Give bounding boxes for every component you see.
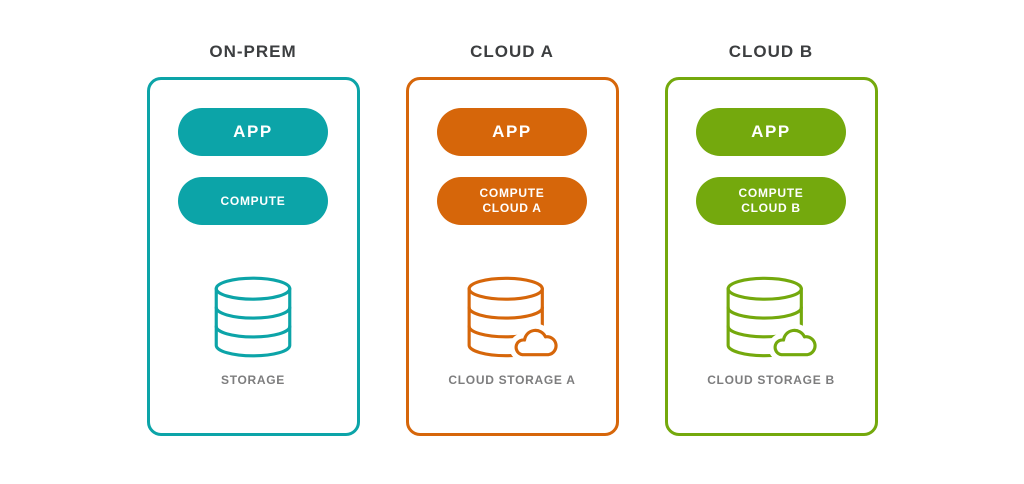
app-pill: APP [437,108,587,156]
storage-label: CLOUD STORAGE B [707,373,835,387]
app-pill-label: APP [751,122,791,141]
diagram-columns: ON-PREM APP COMPUTE STORAG [146,42,878,436]
database-icon [213,275,293,359]
compute-pill: COMPUTE CLOUD B [696,177,846,225]
column-title: ON-PREM [209,42,297,61]
compute-pill-label-line1: COMPUTE [220,193,286,208]
app-pill-label: APP [233,122,273,141]
storage-label: STORAGE [220,373,286,387]
cloud-a-column: CLOUD A APP COMPUTE CLOUD A [405,42,619,436]
compute-pill-label-line2: CLOUD B [741,201,801,215]
column-title: CLOUD A [470,42,554,61]
cloud-database-icon [725,275,817,359]
storage-label: CLOUD STORAGE A [448,373,576,387]
compute-pill: COMPUTE CLOUD A [437,177,587,225]
compute-pill-label-line2: CLOUD A [482,201,542,215]
app-pill-label: APP [492,122,532,141]
cloud-a-box: APP COMPUTE CLOUD A CLOUD S [405,77,619,436]
compute-pill-label-line1: COMPUTE [479,186,545,200]
cloud-database-icon [466,275,558,359]
column-title: CLOUD B [728,42,814,61]
app-pill: APP [178,108,328,156]
on-prem-box: APP COMPUTE STORAGE [146,77,360,436]
app-pill: APP [696,108,846,156]
compute-pill-label-line1: COMPUTE [738,186,804,200]
on-prem-column: ON-PREM APP COMPUTE STORAG [146,42,360,436]
compute-pill: COMPUTE [178,177,328,225]
cloud-b-column: CLOUD B APP COMPUTE CLOUD B [664,42,878,436]
cloud-b-box: APP COMPUTE CLOUD B CLOUD S [664,77,878,436]
